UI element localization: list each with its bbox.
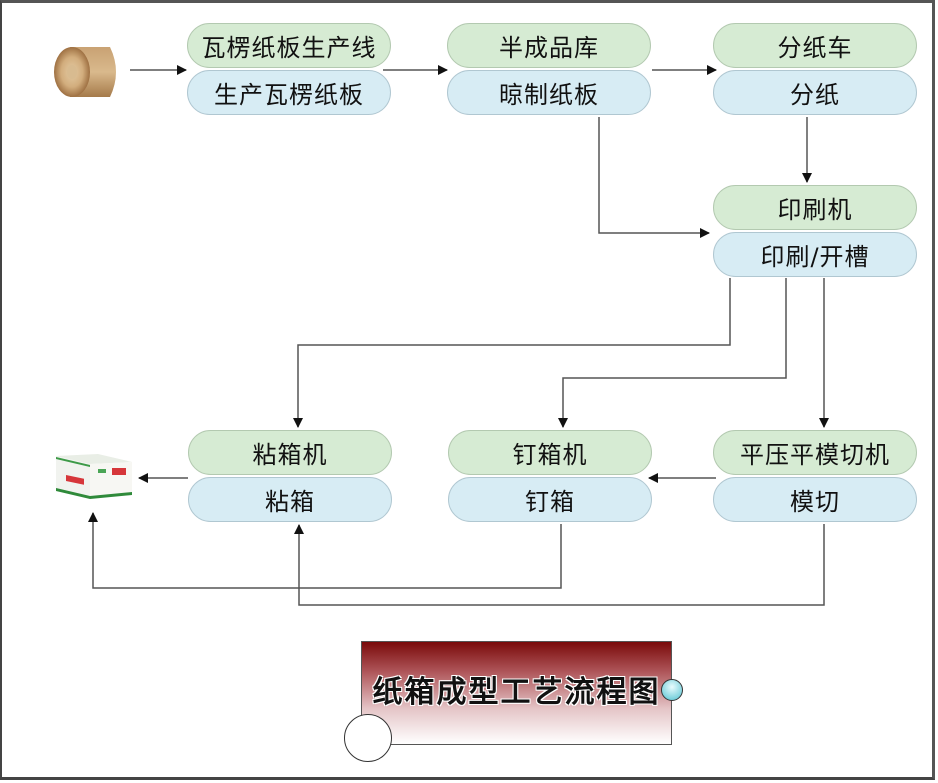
node-printer[interactable]: 印刷机 印刷/开槽 (713, 185, 917, 277)
machine-label: 印刷机 (713, 185, 917, 230)
process-label: 模切 (713, 477, 917, 522)
machine-label: 平压平模切机 (713, 430, 917, 475)
edge-warehouse-to-printer (598, 117, 710, 238)
edge-diecutter-to-gluer (294, 524, 825, 606)
node-slitter[interactable]: 分纸车 分纸 (713, 23, 917, 115)
edge-printer-to-gluer (293, 278, 731, 428)
carton-box-icon (56, 454, 132, 499)
machine-label: 分纸车 (713, 23, 917, 68)
process-label: 粘箱 (188, 477, 392, 522)
process-label: 钉箱 (448, 477, 652, 522)
paper-roll-icon (54, 47, 116, 97)
process-label: 印刷/开槽 (713, 232, 917, 277)
node-semi-warehouse[interactable]: 半成品库 晾制纸板 (447, 23, 651, 115)
title-banner: 纸箱成型工艺流程图 (361, 641, 672, 745)
machine-label: 半成品库 (447, 23, 651, 68)
edge-stitcher-to-carton (88, 512, 562, 589)
machine-label: 瓦楞纸板生产线 (187, 23, 391, 68)
node-corrugator[interactable]: 瓦楞纸板生产线 生产瓦楞纸板 (187, 23, 391, 115)
node-die-cutter[interactable]: 平压平模切机 模切 (713, 430, 917, 522)
decorative-circle-small (661, 679, 683, 701)
process-label: 分纸 (713, 70, 917, 115)
node-stitcher[interactable]: 钉箱机 钉箱 (448, 430, 652, 522)
edge-printer-to-stitcher (558, 278, 787, 428)
machine-label: 钉箱机 (448, 430, 652, 475)
process-label: 晾制纸板 (447, 70, 651, 115)
process-label: 生产瓦楞纸板 (187, 70, 391, 115)
machine-label: 粘箱机 (188, 430, 392, 475)
diagram-title: 纸箱成型工艺流程图 (372, 675, 661, 710)
node-gluer[interactable]: 粘箱机 粘箱 (188, 430, 392, 522)
decorative-circle-large (344, 714, 392, 762)
